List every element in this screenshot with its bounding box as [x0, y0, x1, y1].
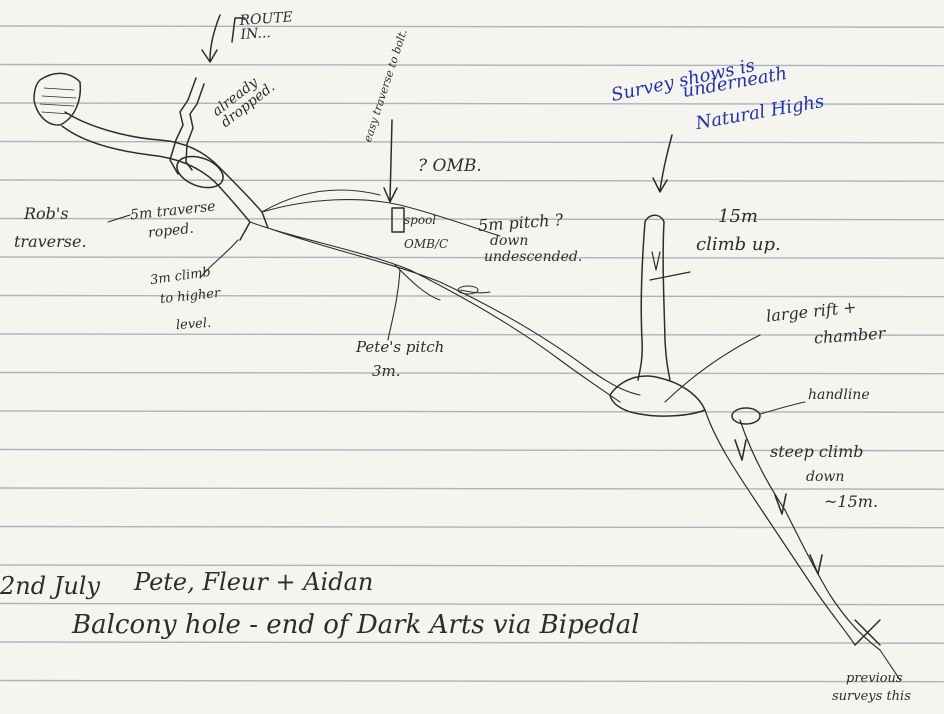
omb-c-label: OMB/C [404, 237, 449, 251]
ruled-line [0, 179, 944, 182]
steep-climb-line2: down [806, 469, 845, 485]
ruled-line [0, 448, 944, 452]
easy-traverse-arrow [383, 119, 398, 203]
route-in-label: ROUTE IN... [239, 9, 294, 43]
fifteen-m-label: 15m [718, 206, 758, 227]
chamber-pointer [664, 334, 761, 403]
entrance-shaft-left [169, 77, 197, 175]
ruled-line [0, 487, 944, 490]
junction-passages [214, 167, 269, 241]
entrance-shaft-right [185, 83, 205, 171]
ruled-line [0, 602, 944, 606]
omb-top-label: ? OMB. [418, 156, 482, 176]
ruled-line [0, 102, 944, 105]
ruled-line [0, 371, 944, 375]
ruled-line [0, 410, 944, 413]
spool-pitch [391, 207, 405, 233]
climb-up-label: climb up. [696, 234, 781, 255]
route-in-bracket [231, 17, 246, 43]
main-passage-upper [249, 189, 641, 403]
previous-survey-line2: surveys this [832, 689, 911, 704]
lower-passage [261, 199, 501, 237]
handline-pointer [759, 401, 806, 415]
ruled-line [0, 256, 944, 259]
dropped-shaft [176, 155, 224, 189]
ruled-line [0, 25, 944, 28]
cave-sketch [33, 14, 901, 681]
people-label: Pete, Fleur + Aidan [134, 568, 374, 596]
ruled-line [0, 333, 944, 336]
survey-arrow [652, 134, 673, 193]
handline-oval [731, 407, 761, 425]
chamber-passage [61, 111, 221, 183]
robs-traverse-line1: Rob's [24, 204, 69, 223]
ruled-line [0, 294, 944, 298]
ruled-line [0, 63, 944, 67]
date-label: 2nd July [0, 572, 101, 600]
ruled-line [0, 679, 944, 683]
climb-arrows [649, 251, 691, 281]
steep-climb-line1: steep climb [770, 442, 864, 461]
ruled-line [0, 525, 944, 529]
handline-label: handline [808, 387, 870, 403]
ruled-line [0, 564, 944, 567]
robs-pointer [107, 214, 131, 223]
previous-pointer [879, 649, 901, 681]
ruled-line [0, 140, 944, 144]
survey-connect [854, 619, 881, 646]
shaft-top [644, 214, 665, 223]
upper-chamber [33, 72, 82, 126]
ruled-line [0, 641, 944, 644]
petes-pointer [387, 269, 401, 341]
steep-climb-line3: ~15m. [824, 492, 879, 511]
three-m-pointer [199, 239, 239, 279]
three-m-climb-line3: level. [175, 315, 212, 334]
passage-pebble [457, 285, 479, 295]
climb-shaft [637, 221, 671, 381]
steep-passage-right [739, 419, 881, 651]
steep-passage-left [704, 409, 856, 646]
climb-marks [734, 439, 823, 575]
route-in-arrow [201, 14, 221, 63]
page-title: Balcony hole - end of Dark Arts via Bipe… [72, 610, 640, 640]
petes-pitch-line1: Pete's pitch [356, 338, 445, 356]
five-m-pitch-line3: undescended. [484, 249, 583, 265]
robs-traverse-line2: traverse. [14, 232, 87, 251]
spool-label: spool [404, 213, 437, 227]
petes-pitch-line2: 3m. [372, 362, 401, 380]
ruled-lines [0, 25, 944, 683]
ruled-line [0, 217, 944, 221]
five-m-pitch-line2: down [490, 233, 529, 249]
upper-chamber-fill [39, 87, 77, 115]
previous-survey-line1: previous [846, 671, 903, 686]
